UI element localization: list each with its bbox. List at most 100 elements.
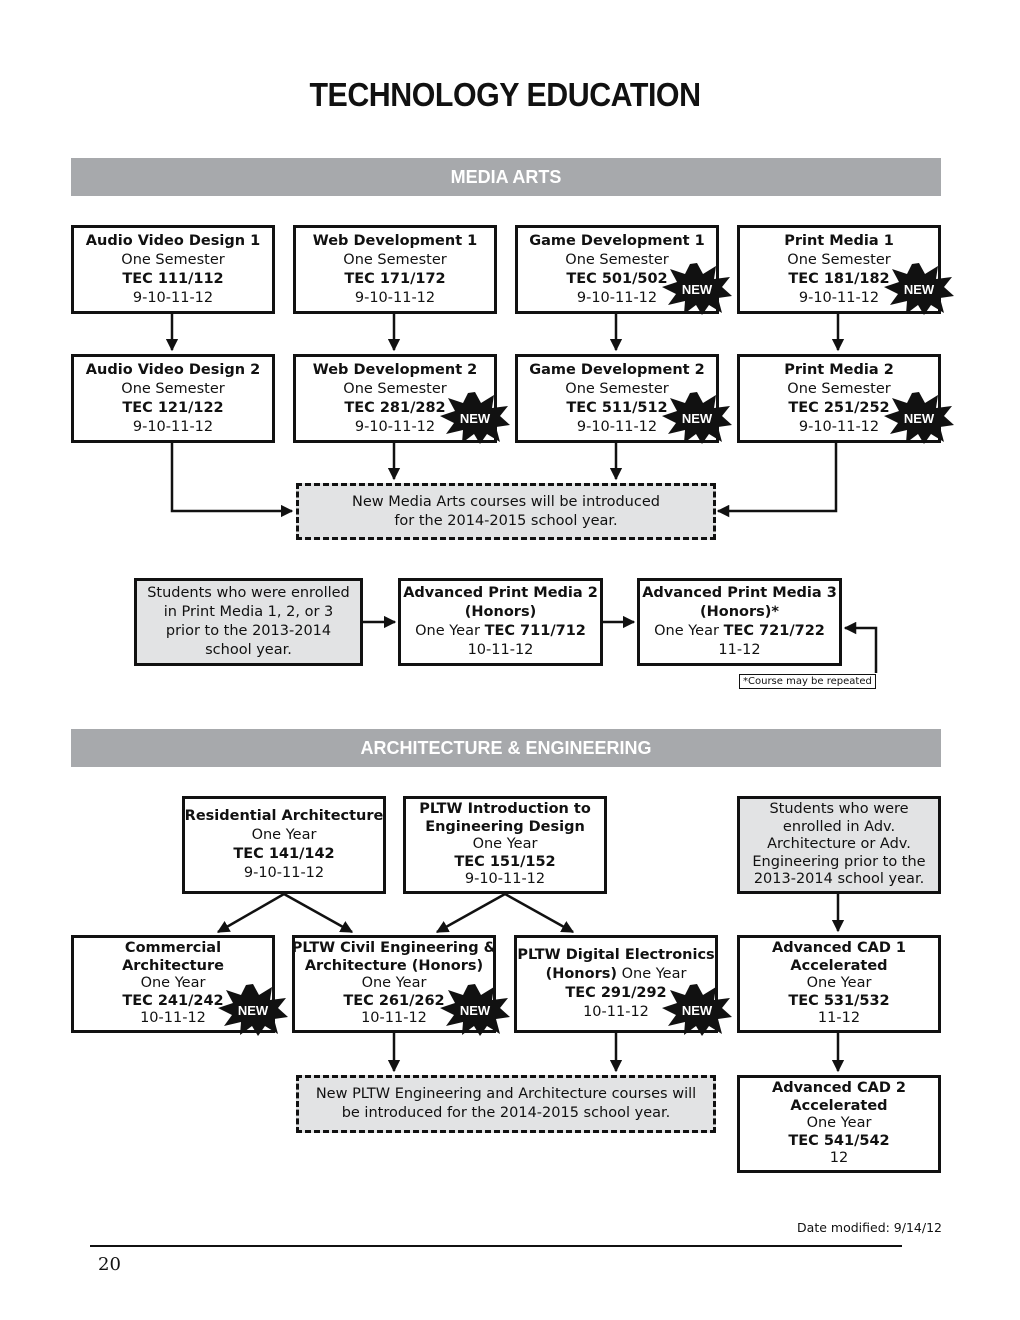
course-length: One Semester	[121, 251, 225, 268]
course-name: Game Development 1	[529, 232, 705, 249]
course-length: One Semester	[343, 251, 447, 268]
note-line: school year.	[205, 642, 292, 658]
note-line: New Media Arts courses will be introduce…	[352, 493, 660, 510]
course-name: Engineering Design	[425, 818, 585, 835]
course-grades: 9-10-11-12	[132, 289, 214, 306]
course-length: One Year	[361, 975, 427, 992]
course-grades: 10-11-12	[361, 1010, 427, 1027]
arrow-print2-note	[716, 442, 838, 518]
course-grades: 11-12	[718, 642, 761, 658]
note-line: be introduced for the 2014-2015 school y…	[341, 1105, 671, 1121]
note-line: enrolled in Adv.	[782, 818, 896, 835]
course-name: Print Media 2	[784, 361, 894, 378]
new-badge: NEW	[884, 392, 954, 444]
starburst-icon	[440, 392, 510, 444]
course-grades: 9-10-11-12	[798, 289, 880, 306]
course-code: TEC 121/122	[122, 399, 224, 416]
course-grades: 9-10-11-12	[464, 871, 546, 888]
course-length: One Year	[415, 623, 480, 639]
arrow-intro-digital	[504, 892, 575, 934]
note-line: Architecture or Adv.	[767, 836, 911, 853]
course-name: Web Development 1	[312, 232, 478, 249]
new-badge-label: NEW	[904, 282, 935, 297]
course-grades: 12	[829, 1150, 849, 1167]
course-grades: 9-10-11-12	[354, 418, 436, 435]
course-length: One Year	[140, 975, 206, 992]
starburst-icon	[884, 263, 954, 315]
course-grades: 11-12	[817, 1010, 861, 1027]
pltw-future-note: New PLTW Engineering and Architecture co…	[296, 1075, 716, 1133]
course-code: TEC 141/142	[233, 846, 335, 862]
new-badge-label: NEW	[682, 411, 713, 426]
arrow-res-civil	[283, 892, 354, 934]
course-code: TEC 171/172	[344, 270, 446, 287]
course-length: One Year	[654, 623, 719, 639]
course-code: TEC 721/722	[723, 623, 825, 639]
print-media-legacy-note: Students who were enrolled in Print Medi…	[134, 578, 363, 666]
arrow-res-comm	[216, 892, 285, 934]
course-code: TEC 241/242	[122, 992, 224, 1009]
arrow-avd2-note	[170, 442, 294, 518]
course-length: One Year	[472, 836, 538, 853]
section-heading-media-arts: MEDIA ARTS	[71, 158, 941, 196]
new-badge: NEW	[218, 984, 288, 1036]
course-box-adv-print-media-2: Advanced Print Media 2 (Honors) One Year…	[398, 578, 603, 666]
course-name: Architecture	[122, 957, 224, 974]
new-badge: NEW	[662, 984, 732, 1036]
footer-rule	[90, 1245, 902, 1247]
course-name: Advanced CAD 2	[771, 1080, 907, 1097]
course-name: Accelerated	[790, 957, 888, 974]
course-name: Audio Video Design 2	[85, 361, 261, 378]
course-length: One Year	[806, 1115, 872, 1132]
new-badge-label: NEW	[682, 1003, 713, 1018]
new-badge-label: NEW	[238, 1003, 269, 1018]
course-box-pltw-intro-engineering: PLTW Introduction to Engineering Design …	[403, 796, 607, 894]
course-length: One Year	[806, 975, 872, 992]
note-line: for the 2014-2015 school year.	[394, 512, 618, 529]
course-code: TEC 531/532	[788, 992, 890, 1009]
course-grades: 10-11-12	[583, 1004, 649, 1020]
course-code: TEC 181/182	[788, 270, 890, 287]
course-length: One Semester	[343, 380, 447, 397]
course-name: Accelerated	[790, 1097, 888, 1114]
note-line: in Print Media 1, 2, or 3	[163, 604, 334, 620]
course-name: Game Development 2	[529, 361, 705, 378]
course-box-adv-print-media-3: Advanced Print Media 3 (Honors)* One Yea…	[637, 578, 842, 666]
course-length: One Semester	[565, 251, 669, 268]
course-grades: 9-10-11-12	[576, 418, 658, 435]
course-code: TEC 151/152	[454, 853, 556, 870]
course-name: Print Media 1	[784, 232, 894, 249]
new-badge: NEW	[440, 392, 510, 444]
course-code: TEC 511/512	[566, 399, 668, 416]
course-code: TEC 291/292	[565, 985, 667, 1001]
course-code: TEC 541/542	[788, 1132, 890, 1149]
course-name: Advanced Print Media 2	[403, 585, 598, 601]
course-name: (Honors)*	[700, 604, 779, 620]
course-length: One Semester	[565, 380, 669, 397]
course-code: TEC 281/282	[344, 399, 446, 416]
new-badge-label: NEW	[460, 1003, 491, 1018]
course-box-residential-architecture: Residential Architecture One Year TEC 14…	[182, 796, 386, 894]
course-name: PLTW Civil Engineering &	[291, 940, 497, 957]
course-code: TEC 261/262	[343, 992, 445, 1009]
note-line: prior to the 2013-2014	[165, 623, 332, 639]
course-length: One Year	[621, 966, 687, 982]
course-grades: 10-11-12	[467, 642, 534, 658]
new-badge-label: NEW	[904, 411, 935, 426]
course-length: One Semester	[121, 380, 225, 397]
course-box-advanced-cad-1: Advanced CAD 1 Accelerated One Year TEC …	[737, 935, 941, 1033]
note-line: 2013-2014 school year.	[753, 871, 925, 888]
course-name: Advanced CAD 1	[771, 940, 907, 957]
starburst-icon	[662, 392, 732, 444]
new-badge-label: NEW	[460, 411, 491, 426]
starburst-icon	[440, 984, 510, 1036]
course-box-advanced-cad-2: Advanced CAD 2 Accelerated One Year TEC …	[737, 1075, 941, 1173]
new-badge: NEW	[884, 263, 954, 315]
course-name: (Honors)	[545, 966, 617, 982]
page-title: TECHNOLOGY EDUCATION	[309, 76, 701, 113]
